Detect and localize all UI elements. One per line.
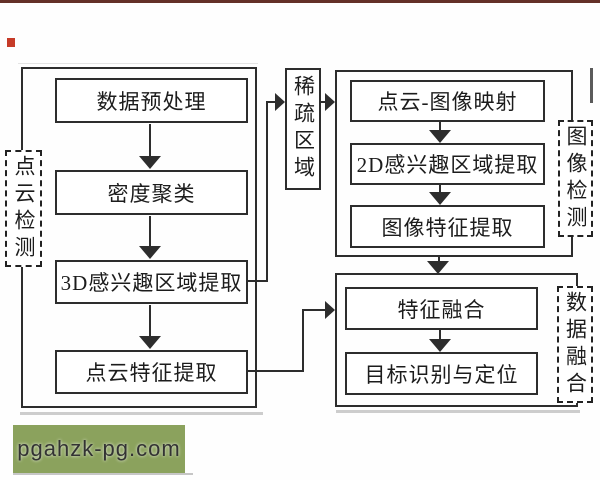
- red-top-line: [0, 0, 600, 3]
- ghost-line-top: [18, 63, 258, 64]
- red-dot-marker: [7, 38, 15, 47]
- step-label: 目标识别与定位: [364, 362, 519, 387]
- connector-line: [439, 185, 441, 194]
- step-pointcloud-feature-extraction: 点云特征提取: [55, 350, 248, 394]
- step-label: 数据预处理: [96, 89, 207, 114]
- connector-line: [248, 280, 268, 282]
- arrow-down-icon: [139, 246, 161, 259]
- sparse-region-box: 稀疏区域: [285, 68, 321, 190]
- arrow-right-icon: [325, 93, 335, 111]
- connector-line: [268, 101, 276, 103]
- connector-line: [149, 216, 151, 247]
- group-label-text: 数据融合: [563, 290, 588, 399]
- step-target-recognition-localization: 目标识别与定位: [345, 352, 538, 395]
- group-label-text: 点云检测: [12, 154, 36, 263]
- group-label-text: 图像检测: [564, 124, 588, 233]
- ghost-line-right-bottom: [336, 410, 580, 413]
- step-label: 图像特征提取: [381, 215, 514, 240]
- watermark-text: pgahzk-pg.com: [17, 436, 181, 461]
- arrow-right-icon: [275, 93, 285, 111]
- connector-line: [439, 330, 441, 340]
- ghost-line-watermark: [13, 473, 193, 475]
- watermark-badge: pgahzk-pg.com: [13, 425, 185, 473]
- connector-line: [304, 309, 325, 311]
- step-label: 密度聚类: [107, 181, 196, 206]
- sparse-region-label: 稀疏区域: [291, 75, 316, 183]
- connector-line: [248, 370, 304, 372]
- step-feature-fusion: 特征融合: [345, 287, 538, 330]
- step-label: 2D感兴趣区域提取: [356, 153, 539, 177]
- ghost-line-left-bottom: [20, 412, 263, 415]
- connector-line: [302, 309, 304, 372]
- group-label-image-detection: 图像检测: [558, 120, 593, 237]
- step-pointcloud-image-mapping: 点云-图像映射: [350, 80, 545, 122]
- connector-line: [149, 124, 151, 157]
- step-label: 特征融合: [397, 297, 486, 322]
- step-density-clustering: 密度聚类: [55, 170, 248, 215]
- arrow-right-icon: [325, 301, 335, 319]
- step-3d-roi-extraction: 3D感兴趣区域提取: [55, 260, 248, 304]
- step-label: 点云-图像映射: [377, 90, 518, 114]
- arrow-down-icon: [139, 156, 161, 169]
- arrow-down-icon: [427, 261, 449, 274]
- connector-line: [439, 122, 441, 132]
- connector-line: [149, 305, 151, 337]
- step-image-feature-extraction: 图像特征提取: [350, 205, 545, 248]
- group-label-pointcloud-detection: 点云检测: [5, 150, 42, 267]
- connector-line: [438, 257, 440, 263]
- step-data-preprocessing: 数据预处理: [55, 78, 248, 123]
- connector-line: [321, 101, 326, 103]
- ghost-tick-right-edge: [590, 68, 593, 103]
- connector-line: [266, 101, 268, 282]
- step-2d-roi-extraction: 2D感兴趣区域提取: [350, 143, 545, 185]
- arrow-down-icon: [429, 192, 451, 205]
- group-label-data-fusion: 数据融合: [557, 286, 593, 403]
- arrow-down-icon: [429, 130, 451, 143]
- step-label: 3D感兴趣区域提取: [60, 271, 243, 295]
- arrow-down-icon: [429, 339, 451, 352]
- arrow-down-icon: [139, 336, 161, 349]
- step-label: 点云特征提取: [85, 361, 218, 385]
